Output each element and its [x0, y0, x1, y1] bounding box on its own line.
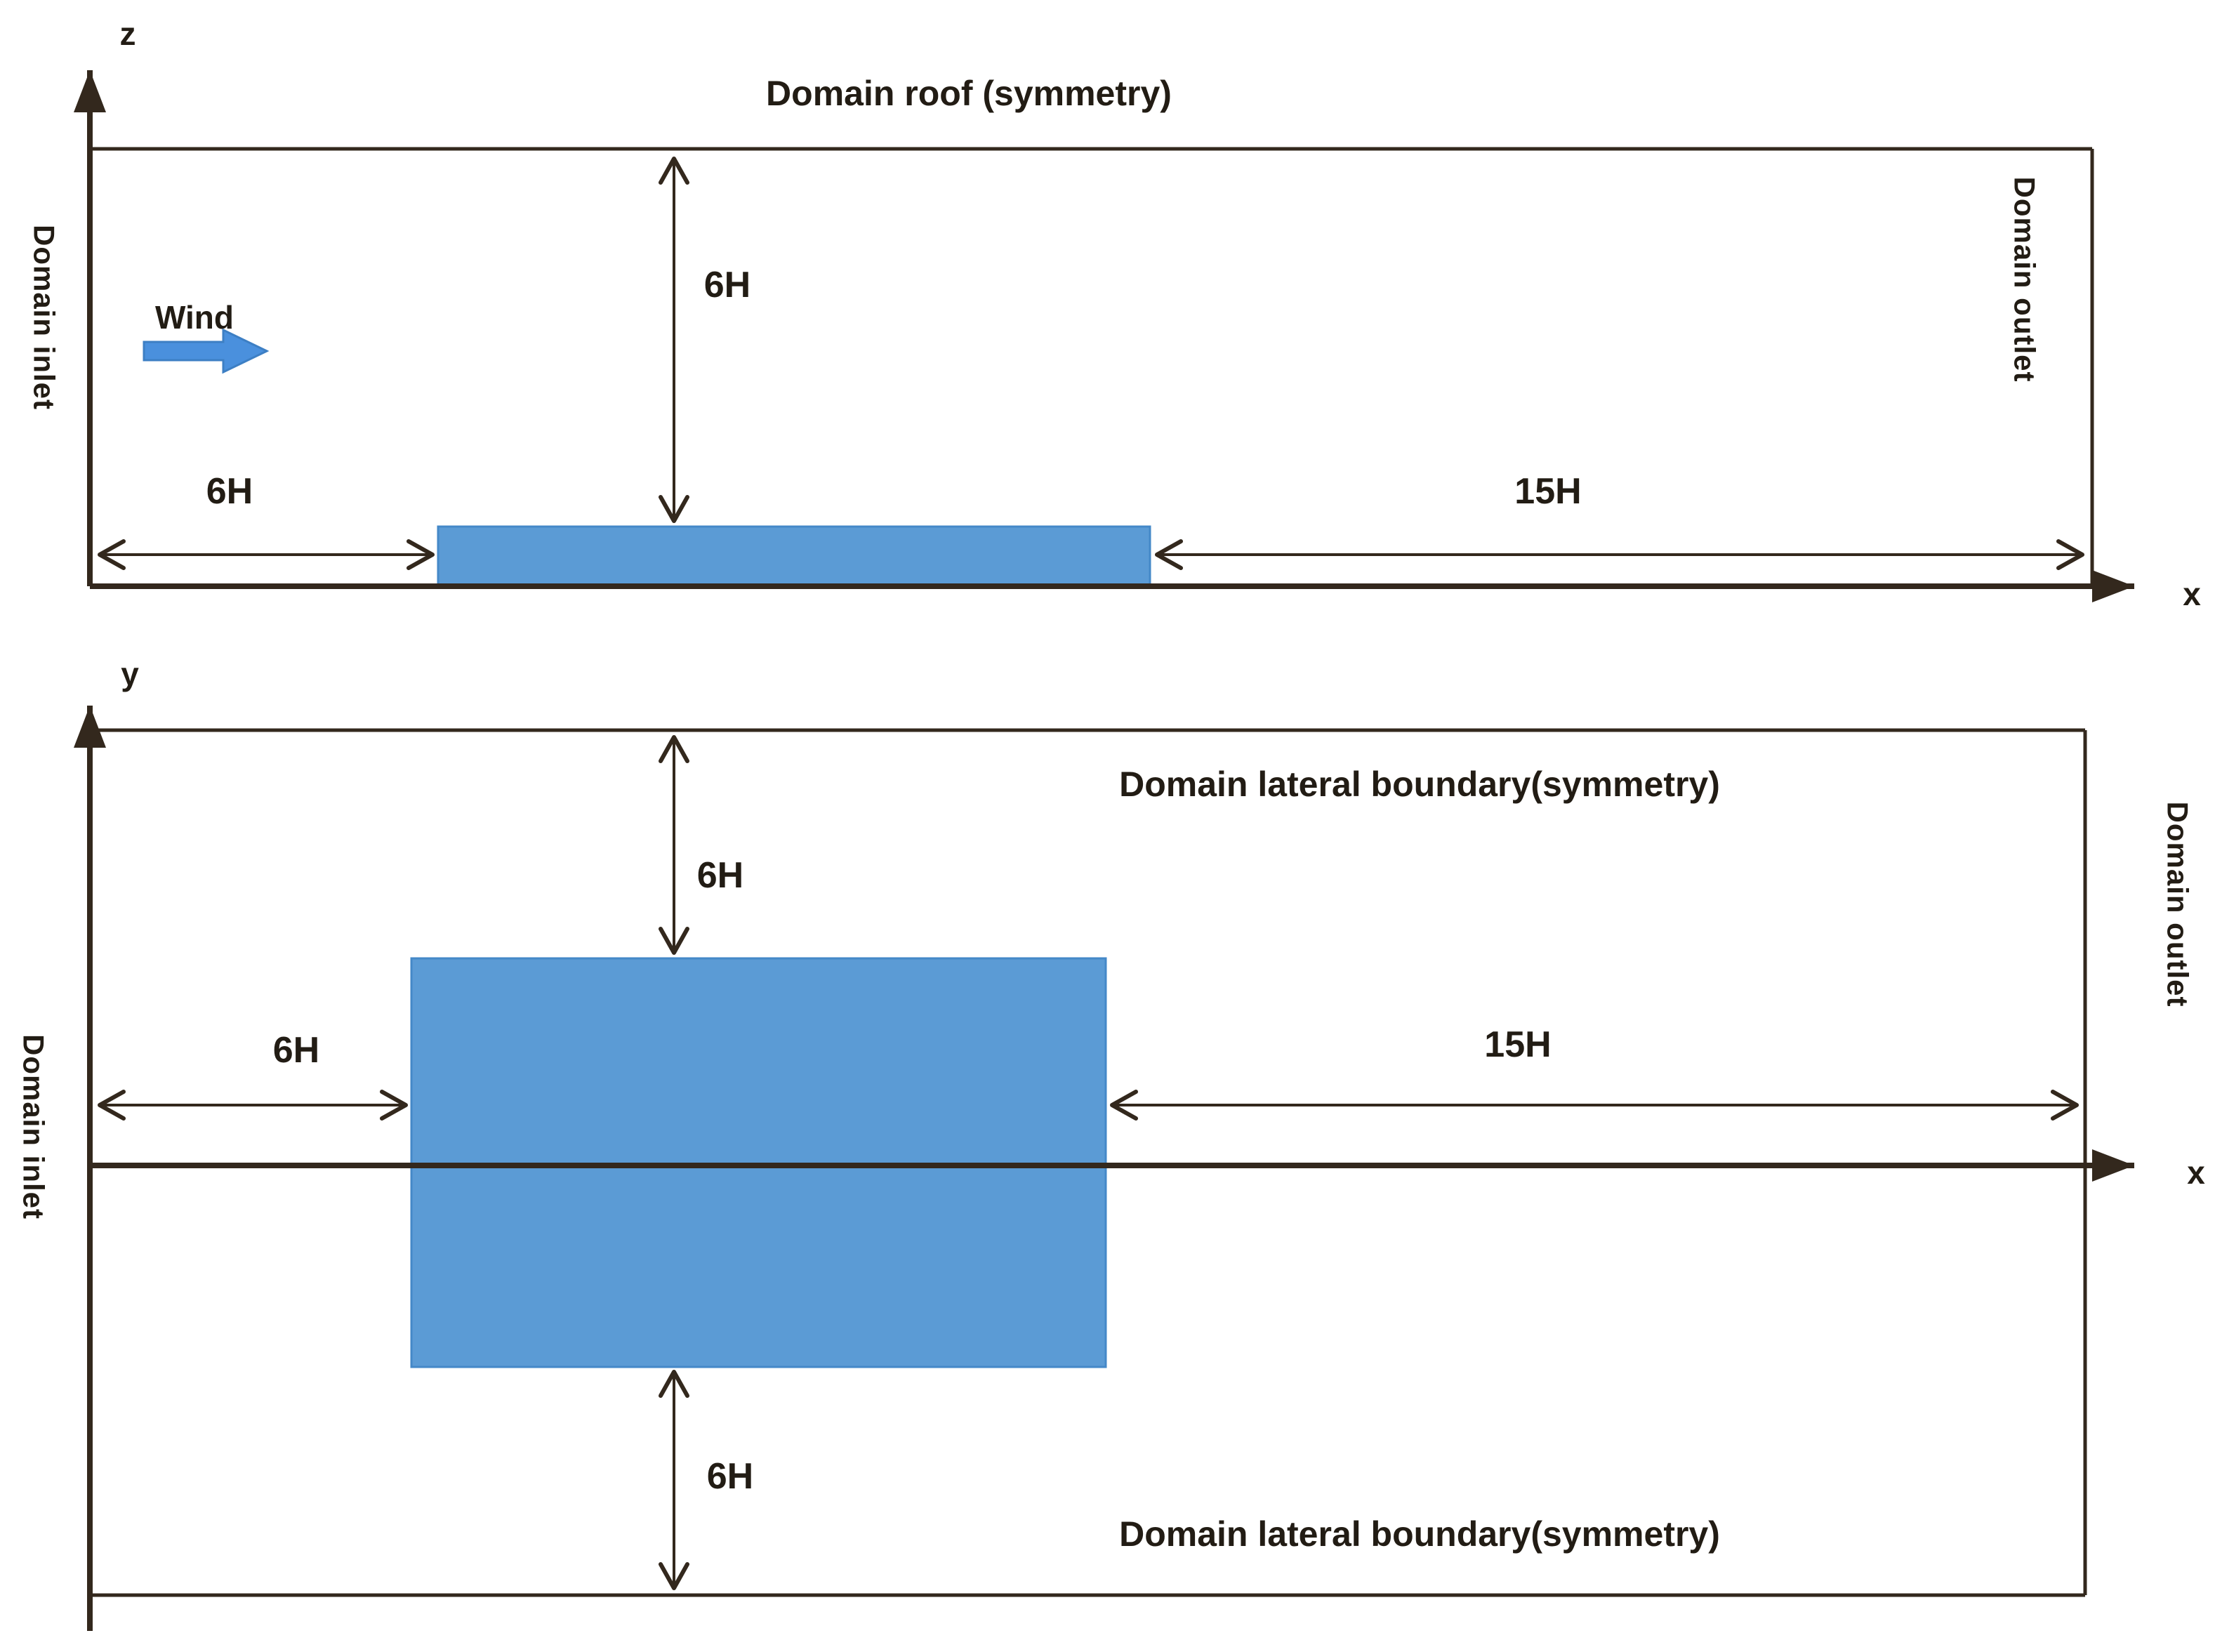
- side-dim-upstream-label: 6H: [206, 471, 253, 512]
- side-dim-roof-clearance-label: 6H: [704, 265, 751, 305]
- plan-dim-top-clearance-label: 6H: [697, 855, 743, 896]
- wind-label: Wind: [155, 299, 234, 336]
- plan-y-axis-label: y: [121, 656, 139, 692]
- side-outlet-label: Domain outlet: [2009, 177, 2042, 383]
- building-side-rect: [437, 525, 1151, 588]
- plan-lateral-top-label: Domain lateral boundary(symmetry): [1119, 765, 1720, 804]
- side-z-axis-label: z: [120, 15, 136, 52]
- plan-dim-upstream-label: 6H: [273, 1030, 319, 1071]
- wind-arrow-icon: [143, 328, 270, 374]
- side-dim-downstream-label: 15H: [1514, 471, 1581, 512]
- plan-inlet-label: Domain inlet: [18, 1034, 51, 1220]
- plan-x-axis-label: x: [2187, 1154, 2205, 1191]
- plan-dim-bottom-clearance-label: 6H: [707, 1456, 753, 1497]
- plan-lateral-bottom-label: Domain lateral boundary(symmetry): [1119, 1514, 1720, 1554]
- side-inlet-label: Domain inlet: [28, 225, 61, 410]
- side-x-axis-label: x: [2183, 576, 2201, 612]
- plan-outlet-label: Domain outlet: [2162, 802, 2195, 1007]
- plan-dim-downstream-label: 15H: [1484, 1024, 1551, 1065]
- plan-view: y x Domain lateral boundary(symmetry) Do…: [18, 656, 2205, 1631]
- side-view: z x Domain roof (symmetry) Wind 6H 6H 15…: [28, 15, 2202, 612]
- side-roof-label: Domain roof (symmetry): [766, 74, 1172, 113]
